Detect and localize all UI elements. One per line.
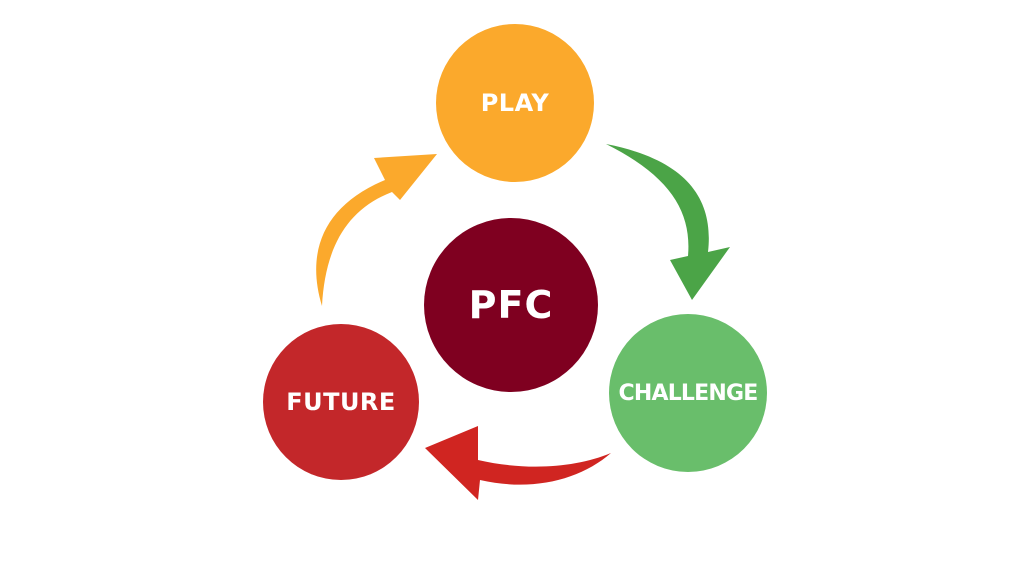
stage-node-challenge: CHALLENGE — [609, 314, 767, 472]
arrow-challenge-to-future — [425, 426, 611, 500]
stage-label-play: PLAY — [480, 89, 550, 117]
stage-node-future: FUTURE — [263, 324, 419, 480]
stage-node-play: PLAY — [436, 24, 594, 182]
arrow-future-to-play — [316, 154, 437, 306]
stage-label-challenge: CHALLENGE — [618, 380, 759, 406]
center-label: PFC — [468, 283, 554, 327]
stage-label-future: FUTURE — [286, 388, 396, 416]
center-node-pfc: PFC — [424, 218, 598, 392]
arrow-play-to-challenge — [606, 144, 730, 300]
